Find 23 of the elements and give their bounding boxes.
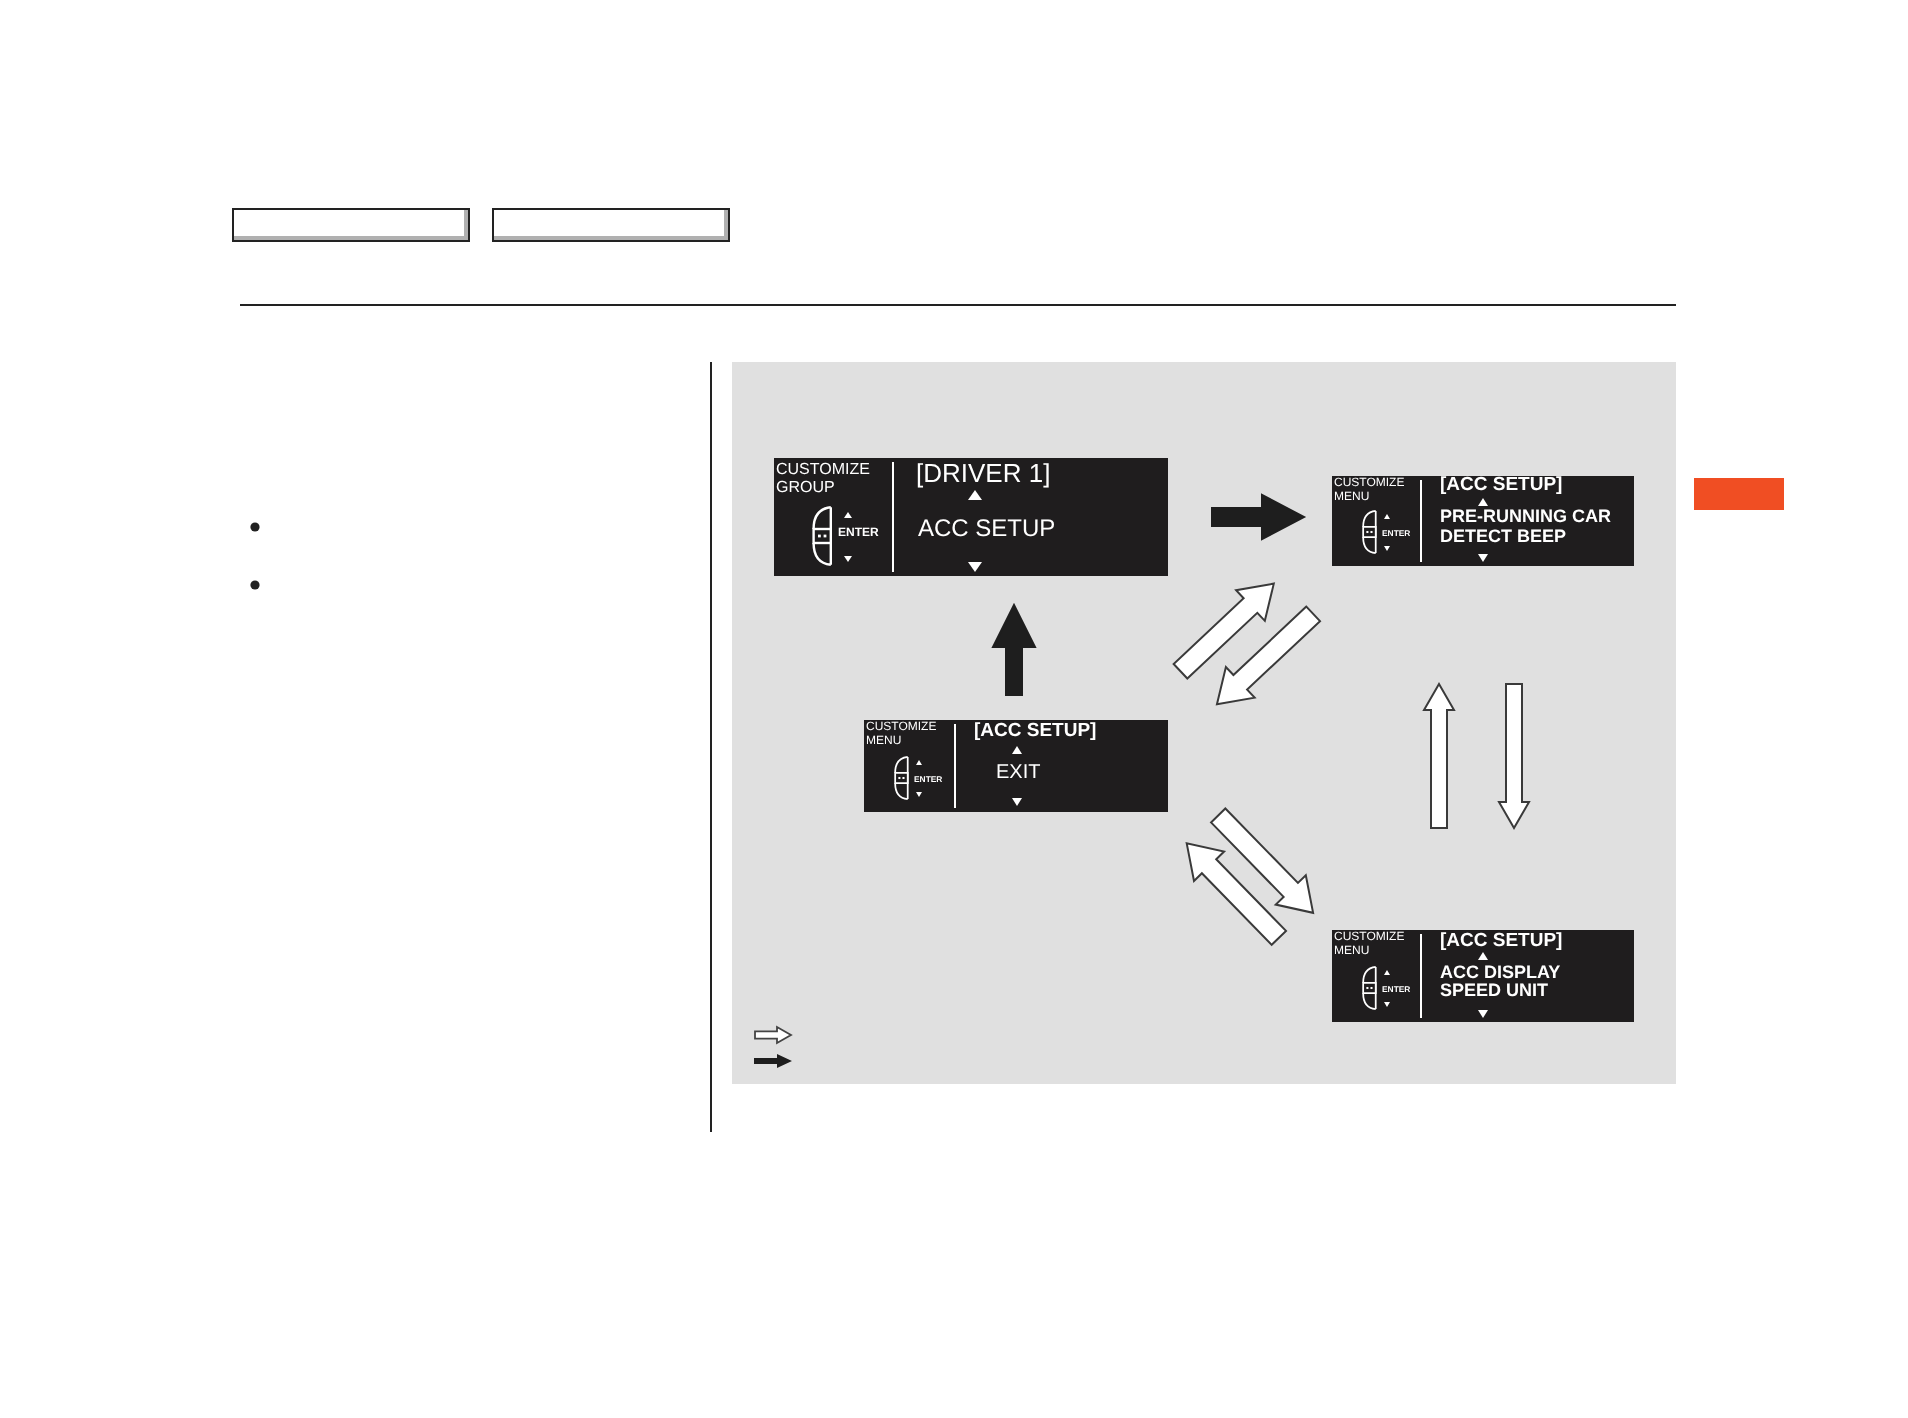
screen-heading: [ACC SETUP]	[1440, 931, 1563, 950]
block-arrow	[1497, 683, 1531, 830]
menu-label: CUSTOMIZE GROUP	[776, 462, 872, 498]
block-arrow	[1211, 493, 1307, 541]
block-arrow	[1209, 807, 1315, 915]
display-screen	[1332, 930, 1634, 1022]
block-arrow	[1422, 682, 1456, 829]
menu-item: ACC SETUP	[918, 516, 1058, 544]
nav-tab	[232, 208, 470, 242]
screen-heading: [ACC SETUP]	[1440, 476, 1563, 495]
block-arrow	[1172, 582, 1276, 680]
menu-item: ACC DISPLAY SPEED UNIT	[1440, 964, 1563, 1002]
menu-item: EXIT	[996, 762, 1043, 784]
display-screen	[864, 720, 1168, 812]
screen-heading: [ACC SETUP]	[974, 722, 1097, 741]
display-screen	[1332, 476, 1634, 566]
menu-item: PRE-RUNNING CAR DETECT BEEP	[1440, 508, 1613, 548]
block-arrow	[1185, 842, 1288, 947]
screen-heading: [DRIVER 1]	[916, 460, 1051, 486]
block-arrow	[991, 602, 1037, 696]
block-arrow	[1215, 605, 1322, 706]
display-screen	[774, 458, 1168, 576]
nav-tab	[492, 208, 730, 242]
